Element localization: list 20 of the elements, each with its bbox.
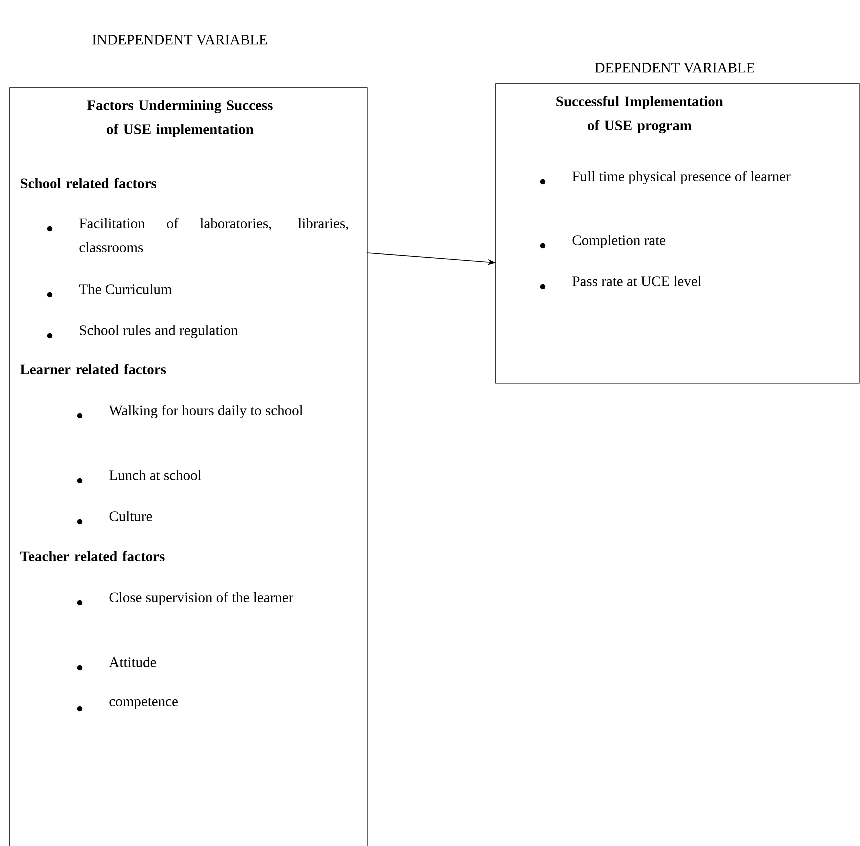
section-heading: School related factors [20, 178, 156, 189]
section-heading: Learner related factors [20, 364, 166, 375]
bullet-text: Completion rate [572, 235, 666, 248]
bullet-text: Pass rate at UCE level [572, 276, 702, 286]
bullet-text: competence [110, 698, 178, 710]
bullet-text: Full time physical presence of learner [572, 171, 791, 185]
variable-label: INDEPENDENT VARIABLE [92, 35, 268, 45]
box-heading: Successful Implementation of USE program [556, 96, 724, 134]
factor-box [496, 84, 860, 384]
bullet-text: Lunch at school [110, 470, 202, 480]
bullet-text: Culture [110, 511, 152, 522]
bullet-text: Walking for hours daily to school [109, 405, 304, 419]
bullet-text: Attitude [109, 657, 156, 668]
box-heading: Factors Undermining Success of USE implementation [87, 100, 273, 138]
factor-box [10, 88, 368, 846]
bullet-text: School rules and regulation [80, 325, 238, 338]
bullet-text: Facilitation of laboratories, libraries, classrooms [80, 218, 348, 253]
section-heading: Teacher related factors [20, 551, 165, 562]
bullet-text: The Curriculum [79, 284, 172, 294]
bullet-text: Close supervision of the learner [110, 592, 294, 606]
